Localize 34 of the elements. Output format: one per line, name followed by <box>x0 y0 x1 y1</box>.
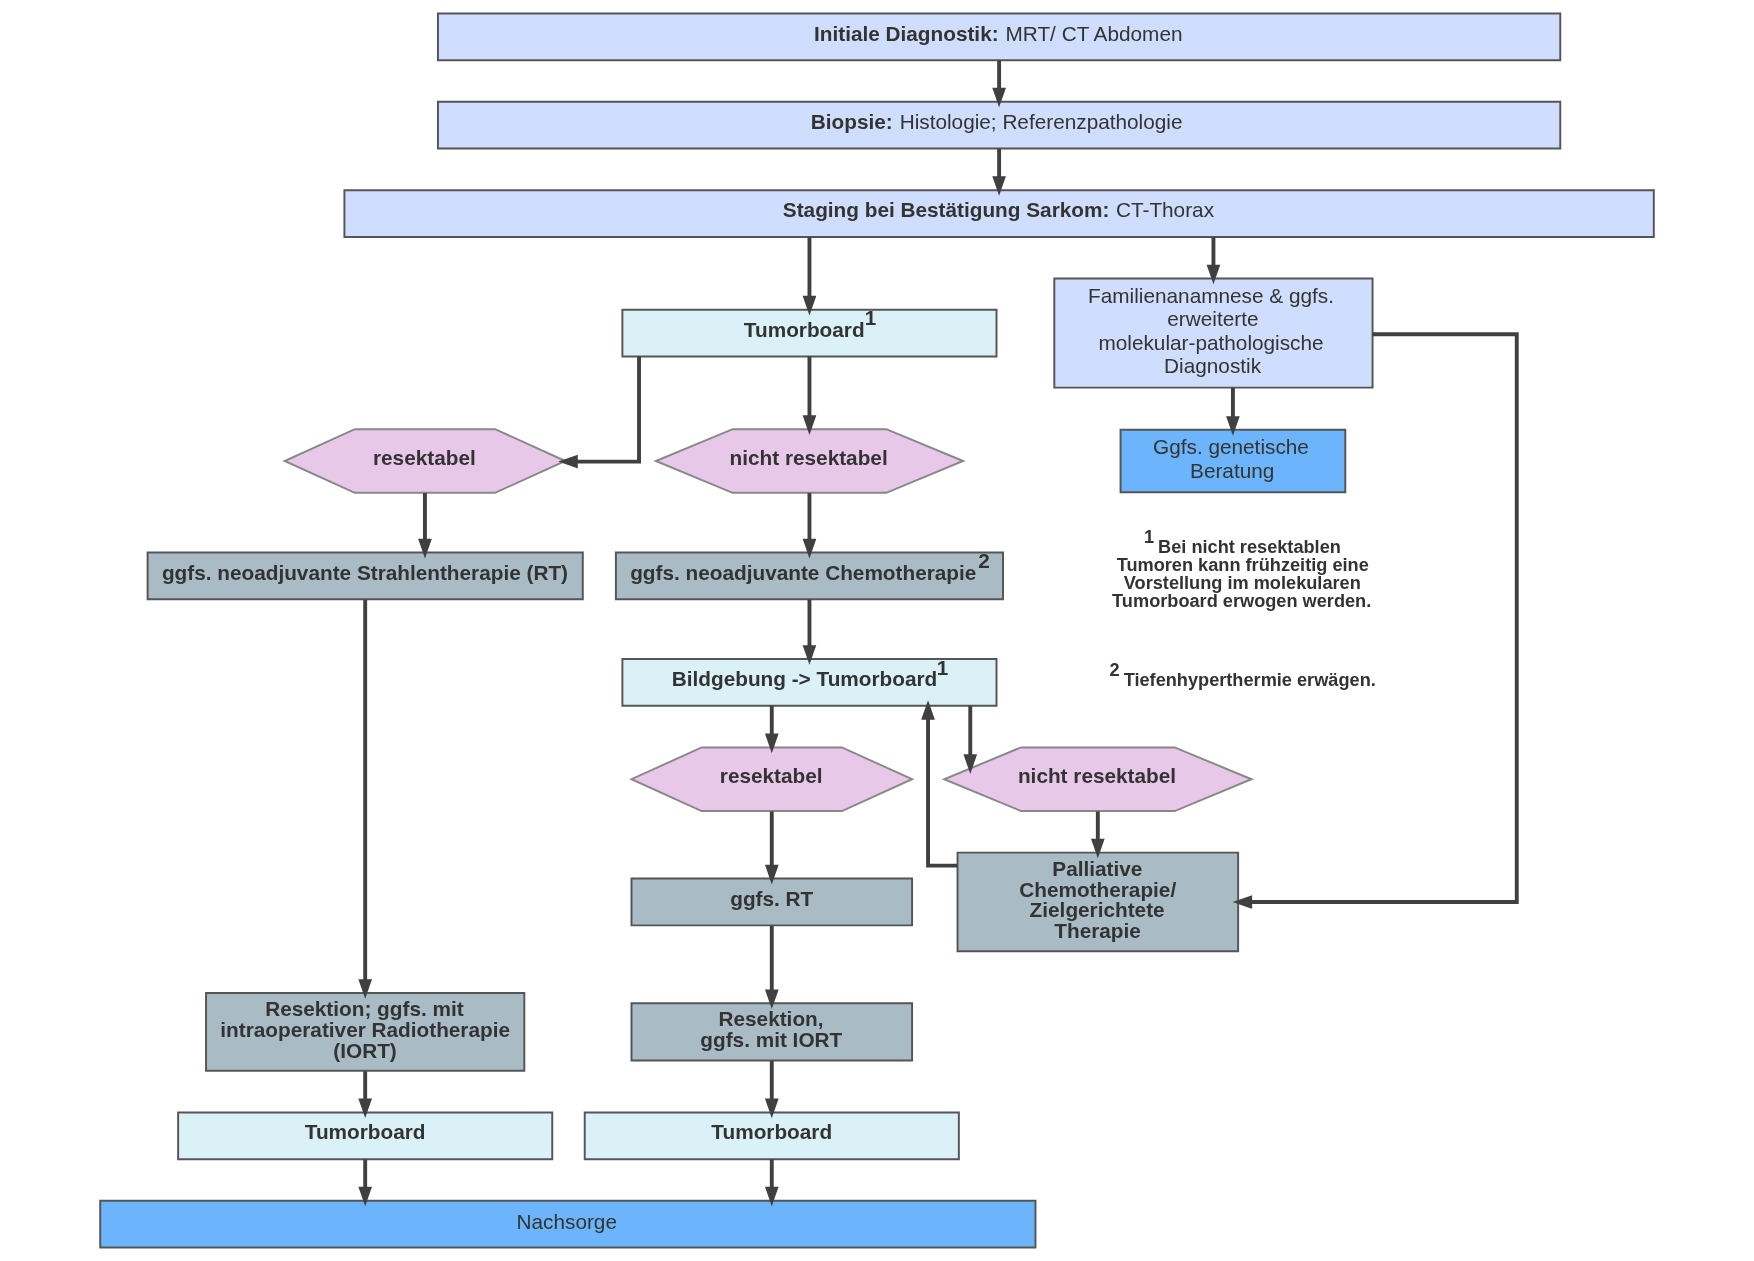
arrow <box>558 356 641 469</box>
node-box: Tumorboard <box>177 1111 554 1161</box>
arrow <box>358 1159 373 1207</box>
arrow <box>1232 332 1519 909</box>
node-box: ggfs. neoadjuvante Strahlentherapie (RT) <box>146 551 584 601</box>
node-box: Resektion; ggfs. mit intraoperativer Radiotherapie (IORT) <box>205 991 526 1072</box>
arrow <box>802 599 817 665</box>
node-box: Nachsorge <box>99 1199 1037 1249</box>
node-box: Ggfs. genetische Beratung <box>1119 428 1347 494</box>
node-box: Staging bei Bestätigung Sarkom: CT-Thorax <box>343 189 1655 238</box>
node-box: Initiale Diagnostik: MRT/ CT Abdomen <box>436 12 1562 62</box>
arrow <box>1091 811 1105 859</box>
node-box: Biopsie: Histologie; Referenzpathologie <box>436 100 1562 150</box>
arrow <box>764 1060 779 1119</box>
arrow <box>802 356 817 435</box>
arrow <box>992 60 1006 108</box>
arrow <box>963 705 978 774</box>
arrow <box>992 148 1006 196</box>
node-box: Familienanamnese & ggfs. erweiterte molekular-pathologische Diagnostik <box>1053 277 1374 389</box>
arrow <box>418 493 432 559</box>
arrow <box>1206 237 1221 285</box>
arrow <box>358 599 373 999</box>
node-box: ggfs. RT <box>630 877 914 927</box>
node-box: Palliative Chemotherapie/ Zielgerichtete Therapie <box>956 851 1240 953</box>
arrow <box>764 925 779 1010</box>
node-box: Resektion, ggfs. mit IORT <box>630 1002 914 1062</box>
arrow <box>764 705 779 754</box>
arrow <box>764 811 779 885</box>
arrow <box>358 1071 373 1119</box>
arrow <box>802 237 817 316</box>
node-box: Tumorboard <box>583 1111 960 1161</box>
arrow <box>1226 387 1240 436</box>
arrow <box>764 1159 779 1207</box>
arrow <box>802 493 817 559</box>
